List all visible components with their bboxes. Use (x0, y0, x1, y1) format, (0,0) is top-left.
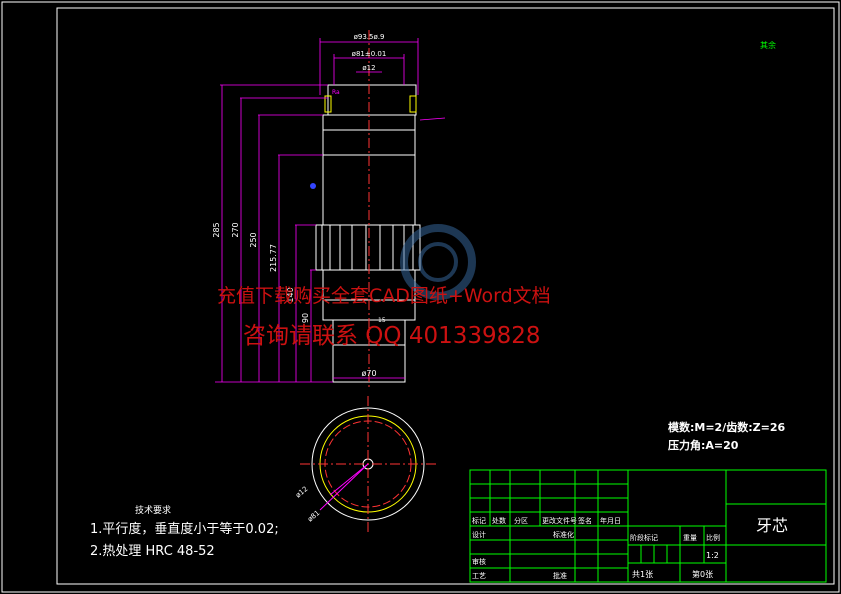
dim-15: 15 (378, 317, 386, 324)
tech-req-line2: 2.热处理 HRC 48-52 (90, 544, 215, 559)
dim-12: ø12 (362, 64, 375, 72)
tb-design: 设计 (472, 530, 486, 539)
tb-zone: 分区 (514, 516, 528, 525)
tb-marker: 标记 (472, 516, 486, 525)
cap-chamfer-left (324, 95, 332, 113)
part-name: 牙芯 (756, 516, 788, 535)
tb-sheet-no: 第0张 (692, 569, 713, 579)
tb-count: 处数 (492, 516, 506, 525)
watermark-line2: 咨询请联系 QQ 401339828 (243, 323, 541, 349)
cap-chamfer-right (409, 95, 417, 113)
outer-circle (311, 407, 425, 521)
gear-module: 模数:M=2/齿数:Z=26 (668, 420, 785, 434)
circle-dim-81: ø81 (306, 509, 321, 524)
dim-250: 250 (249, 232, 258, 247)
dim-140: 140 (286, 287, 295, 302)
gear-teeth (321, 225, 414, 270)
dim-81: ø81±0.01 (352, 50, 387, 58)
tech-req-title: 技术要求 (135, 504, 171, 516)
title-block (469, 469, 827, 583)
dim-215: 215.77 (269, 244, 278, 272)
tb-sheets-total: 共1张 (632, 570, 653, 579)
dim-285: 285 (212, 222, 221, 237)
datum-dot (310, 183, 316, 189)
inner-border (56, 7, 835, 585)
tb-approve: 批准 (553, 571, 567, 580)
front-view (315, 30, 421, 390)
end-view (300, 396, 436, 532)
tb-check: 审核 (472, 557, 486, 566)
tb-weight: 重量 (683, 534, 697, 542)
title-block-text: 标记 处数 分区 更改文件号 签名 年月日 设计 标准化 阶段标记 重量 比例 … (472, 516, 788, 580)
tb-scale: 1:2 (706, 551, 719, 560)
watermark-line1: 充值下载购买全套CAD图纸+Word文档 (217, 285, 551, 307)
watermark-logo (400, 224, 476, 300)
tb-sign: 签名 (578, 516, 592, 525)
tb-date: 年月日 (600, 516, 621, 525)
tech-req-line1: 1.平行度，垂直度小于等于0.02; (90, 521, 279, 537)
dim-270: 270 (231, 222, 240, 237)
dim-top-dia: ø93.5ø.9 (354, 33, 385, 41)
tb-stage-mark: 阶段标记 (630, 533, 658, 542)
extension-lines (215, 38, 446, 383)
dim-70: ø70 (361, 369, 376, 378)
circle-dim-12: ø12 (294, 485, 309, 500)
top-cap (327, 84, 417, 116)
surface-note: 其余 (760, 40, 776, 50)
tb-doc-no: 更改文件号 (542, 516, 577, 525)
tb-process: 工艺 (472, 572, 486, 580)
tb-scale-label: 比例 (706, 533, 720, 542)
gear-pressure-angle: 压力角:A=20 (668, 438, 739, 452)
tb-standard: 标准化 (553, 530, 574, 539)
dim-90: 90 (301, 313, 310, 323)
ra-mark: Ra (332, 89, 340, 96)
